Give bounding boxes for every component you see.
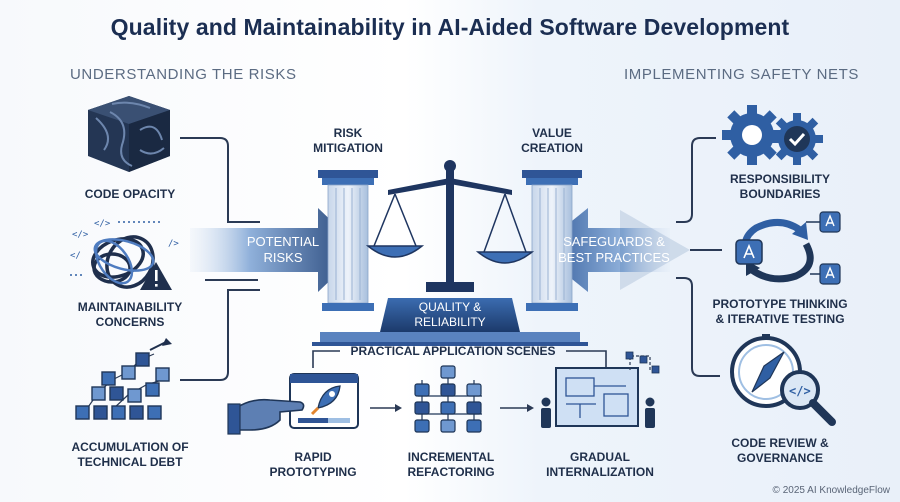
risk-label-technical-debt: ACCUMULATION OF TECHNICAL DEBT bbox=[71, 440, 189, 469]
scene-label-rapid-prototyping: RAPID PROTOTYPING bbox=[269, 450, 357, 479]
page-title: Quality and Maintainability in AI-Aided … bbox=[110, 14, 790, 40]
risk-label-code-opacity: CODE OPACITY bbox=[84, 187, 176, 201]
rocket-window-icon bbox=[289, 373, 359, 429]
iterative-loop-icon bbox=[735, 211, 841, 285]
safety-label-responsibility: RESPONSIBILITY BOUNDARIES bbox=[729, 172, 830, 201]
blueprint-team-icon bbox=[541, 351, 660, 428]
svg-text:</>: </> bbox=[72, 230, 89, 240]
left-connectors bbox=[180, 137, 260, 381]
right-section-heading: IMPLEMENTING SAFETY NETS bbox=[624, 66, 859, 83]
svg-text:</: </ bbox=[70, 251, 81, 261]
potential-risks-label: POTENTIAL RISKS bbox=[246, 234, 320, 265]
right-connectors bbox=[676, 137, 722, 377]
svg-text:/>: /> bbox=[168, 239, 179, 249]
svg-text:</>: </> bbox=[94, 219, 111, 229]
gears-check-icon bbox=[722, 105, 823, 165]
safety-label-code-review: CODE REVIEW & GOVERNANCE bbox=[731, 436, 829, 465]
technical-debt-cubes-icon bbox=[75, 338, 172, 420]
left-pillar bbox=[318, 170, 378, 311]
left-section-heading: UNDERSTANDING THE RISKS bbox=[70, 66, 297, 83]
refactoring-blocks-icon bbox=[414, 365, 482, 433]
scenes-bracket bbox=[312, 350, 607, 368]
quality-base bbox=[312, 298, 588, 346]
compass-magnifier-icon: </> bbox=[730, 334, 836, 426]
scene-label-gradual-internalization: GRADUAL INTERNALIZATION bbox=[546, 450, 654, 479]
scene-label-incremental-refactoring: INCREMENTAL REFACTORING bbox=[407, 450, 495, 479]
pillar-label-value-creation: VALUE CREATION bbox=[521, 126, 583, 155]
svg-text:</>: </> bbox=[789, 384, 811, 398]
right-pillar bbox=[522, 170, 582, 311]
scene-arrows bbox=[370, 404, 534, 412]
scenes-heading: PRACTICAL APPLICATION SCENES bbox=[350, 344, 556, 358]
risk-label-maintainability: MAINTAINABILITY CONCERNS bbox=[77, 300, 183, 329]
quality-reliability-label: QUALITY & RELIABILITY bbox=[414, 300, 486, 329]
copyright-footer: © 2025 AI KnowledgeFlow bbox=[772, 485, 890, 496]
pointing-hand-icon bbox=[227, 398, 305, 435]
safety-label-prototype-thinking: PROTOTYPE THINKING & ITERATIVE TESTING bbox=[712, 297, 848, 326]
tangled-code-warning-icon: </> </ /> </> bbox=[70, 219, 179, 290]
balance-scale-icon bbox=[365, 160, 535, 292]
tangled-cube-icon bbox=[88, 96, 170, 172]
safeguards-label: SAFEGUARDS & BEST PRACTICES bbox=[558, 234, 670, 265]
potential-risks-arrow bbox=[190, 208, 362, 292]
pillar-label-risk-mitigation: RISK MITIGATION bbox=[313, 126, 383, 155]
